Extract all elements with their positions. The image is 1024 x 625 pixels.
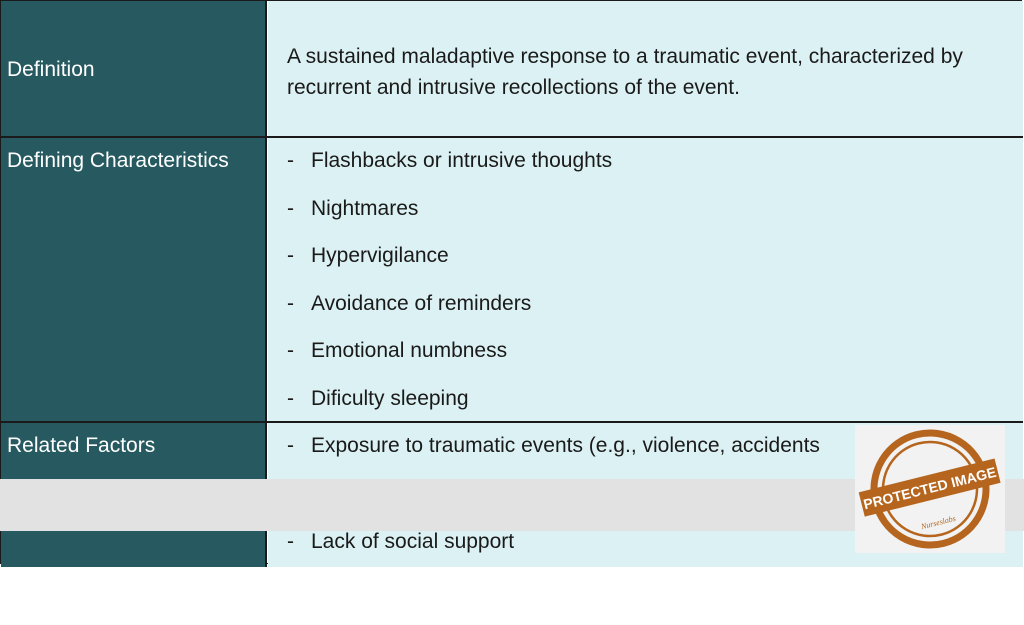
row-defining-characteristics: Defining Characteristics -Flashbacks or … [1, 138, 1023, 423]
list-item: -Nightmares [287, 196, 419, 220]
row-label: Definition [7, 58, 95, 81]
characteristics-list: -Flashbacks or intrusive thoughts -Night… [287, 148, 612, 433]
content-cell-defining-characteristics: -Flashbacks or intrusive thoughts -Night… [268, 138, 1023, 423]
related-factors-list: -Exposure to traumatic events (e.g., vio… [287, 433, 820, 625]
bullet-dash: - [287, 149, 294, 172]
list-item: -Hypervigilance [287, 244, 449, 267]
bullet-dash: - [287, 339, 294, 362]
bullet-dash: - [287, 530, 294, 553]
overlay-bar [0, 479, 1024, 531]
list-item: -Avoidance of reminders [287, 291, 532, 315]
bullet-dash: - [287, 434, 294, 457]
list-item: -Lack of social support [287, 530, 515, 553]
label-cell-defining-characteristics: Defining Characteristics [1, 138, 267, 423]
protected-image-stamp: PROTECTED IMAGE Nurseslabs [855, 425, 1005, 553]
bullet-dash: - [287, 244, 294, 267]
nursing-diagnosis-table: Definition A sustained maladaptive respo… [0, 0, 1023, 567]
row-divider [1, 421, 1023, 423]
list-item: -Emotional numbness [287, 339, 508, 362]
stamp-seal-icon: PROTECTED IMAGE Nurseslabs [858, 429, 1001, 549]
bullet-dash: - [287, 386, 294, 410]
list-item: -Dificulty sleeping [287, 386, 469, 410]
label-cell-definition: Definition [1, 1, 267, 138]
row-label: Related Factors [7, 434, 156, 457]
content-cell-definition: A sustained maladaptive response to a tr… [268, 1, 1023, 138]
row-label: Defining Characteristics [7, 149, 229, 172]
stamp-sub-text: Nurseslabs [919, 514, 957, 532]
row-definition: Definition A sustained maladaptive respo… [1, 1, 1023, 138]
row-divider [1, 136, 1023, 138]
bullet-dash: - [287, 196, 294, 220]
definition-text: A sustained maladaptive response to a tr… [287, 45, 963, 99]
list-item: -Exposure to traumatic events (e.g., vio… [287, 434, 820, 457]
bullet-dash: - [287, 291, 294, 315]
list-item: -Flashbacks or intrusive thoughts [287, 149, 613, 172]
